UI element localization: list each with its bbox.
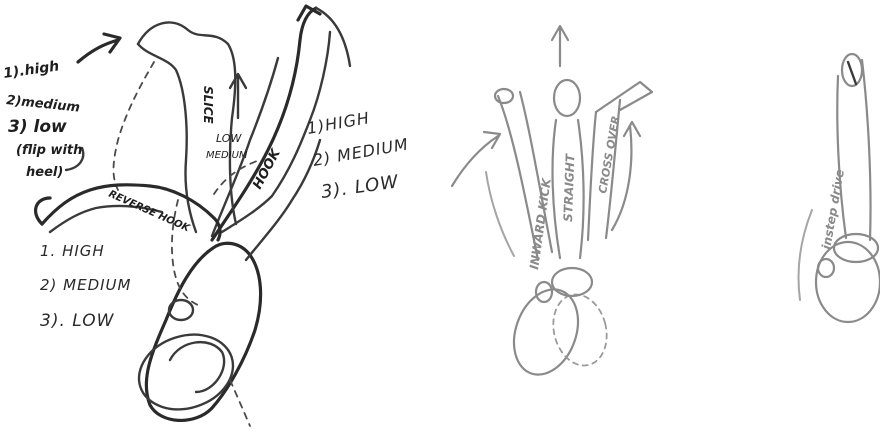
fig3-outer-line [799, 210, 813, 300]
inner-sole-line [170, 342, 224, 392]
top-list-note-2: heel) [26, 165, 63, 180]
cross-top [596, 82, 652, 112]
fig2-heel-dashed [546, 289, 614, 371]
fig3-ankle [818, 259, 834, 277]
hook-right-line [246, 140, 320, 260]
straight-toe [554, 80, 580, 116]
label-cross-over: CROSS OVER [596, 115, 622, 195]
reverse-hook-band [42, 185, 220, 240]
label-slice: SLICE [201, 86, 215, 125]
upper-left-arrow [78, 34, 120, 62]
right-list-item-2: 2) MEDIUM [311, 134, 410, 170]
reverse-hook-curl [36, 198, 50, 224]
fig3-heel-ellipse [816, 242, 880, 322]
dashed-path-3 [230, 380, 250, 426]
fig3-toe-shade [848, 62, 856, 84]
dashed-path-1 [114, 62, 155, 190]
top-list-item-1: 1).high [2, 58, 60, 82]
ankle-circle [169, 300, 193, 320]
figure-1-shoe-shot-curves: 1).high 2)medium 3) low (flip with heel)… [2, 6, 410, 426]
shoe-outline [146, 243, 260, 420]
top-list-item-3: 3) low [8, 117, 67, 137]
fig2-ball [552, 268, 592, 296]
top-list-note-1: (flip with [16, 143, 82, 158]
fig3-leg [837, 60, 870, 240]
inward-inner [486, 172, 514, 256]
lower-list-item-3: 3). LOW [40, 311, 115, 331]
right-list-item-1: 1)HIGH [305, 108, 371, 138]
fig3-ball [834, 234, 878, 262]
lower-list-item-1: 1. HIGH [40, 242, 105, 260]
label-straight: STRAIGHT [561, 153, 577, 222]
figure-3-instep-drive: instep drive [799, 54, 880, 322]
top-list-item-2: 2)medium [6, 93, 81, 116]
right-list-item-3: 3). LOW [320, 171, 401, 203]
lower-list-item-2: 2) MEDIUM [40, 276, 131, 294]
figure-2-shot-directions: INWARD KICK STRAIGHT CROSS OVER [452, 26, 652, 384]
hook-arrow-curl [316, 8, 350, 66]
label-medium: MEDIUM [206, 150, 248, 161]
label-low: LOW [216, 132, 242, 145]
inward-arrow [452, 132, 500, 186]
dashed-path-2 [172, 200, 200, 306]
straight-arrow [552, 26, 568, 66]
